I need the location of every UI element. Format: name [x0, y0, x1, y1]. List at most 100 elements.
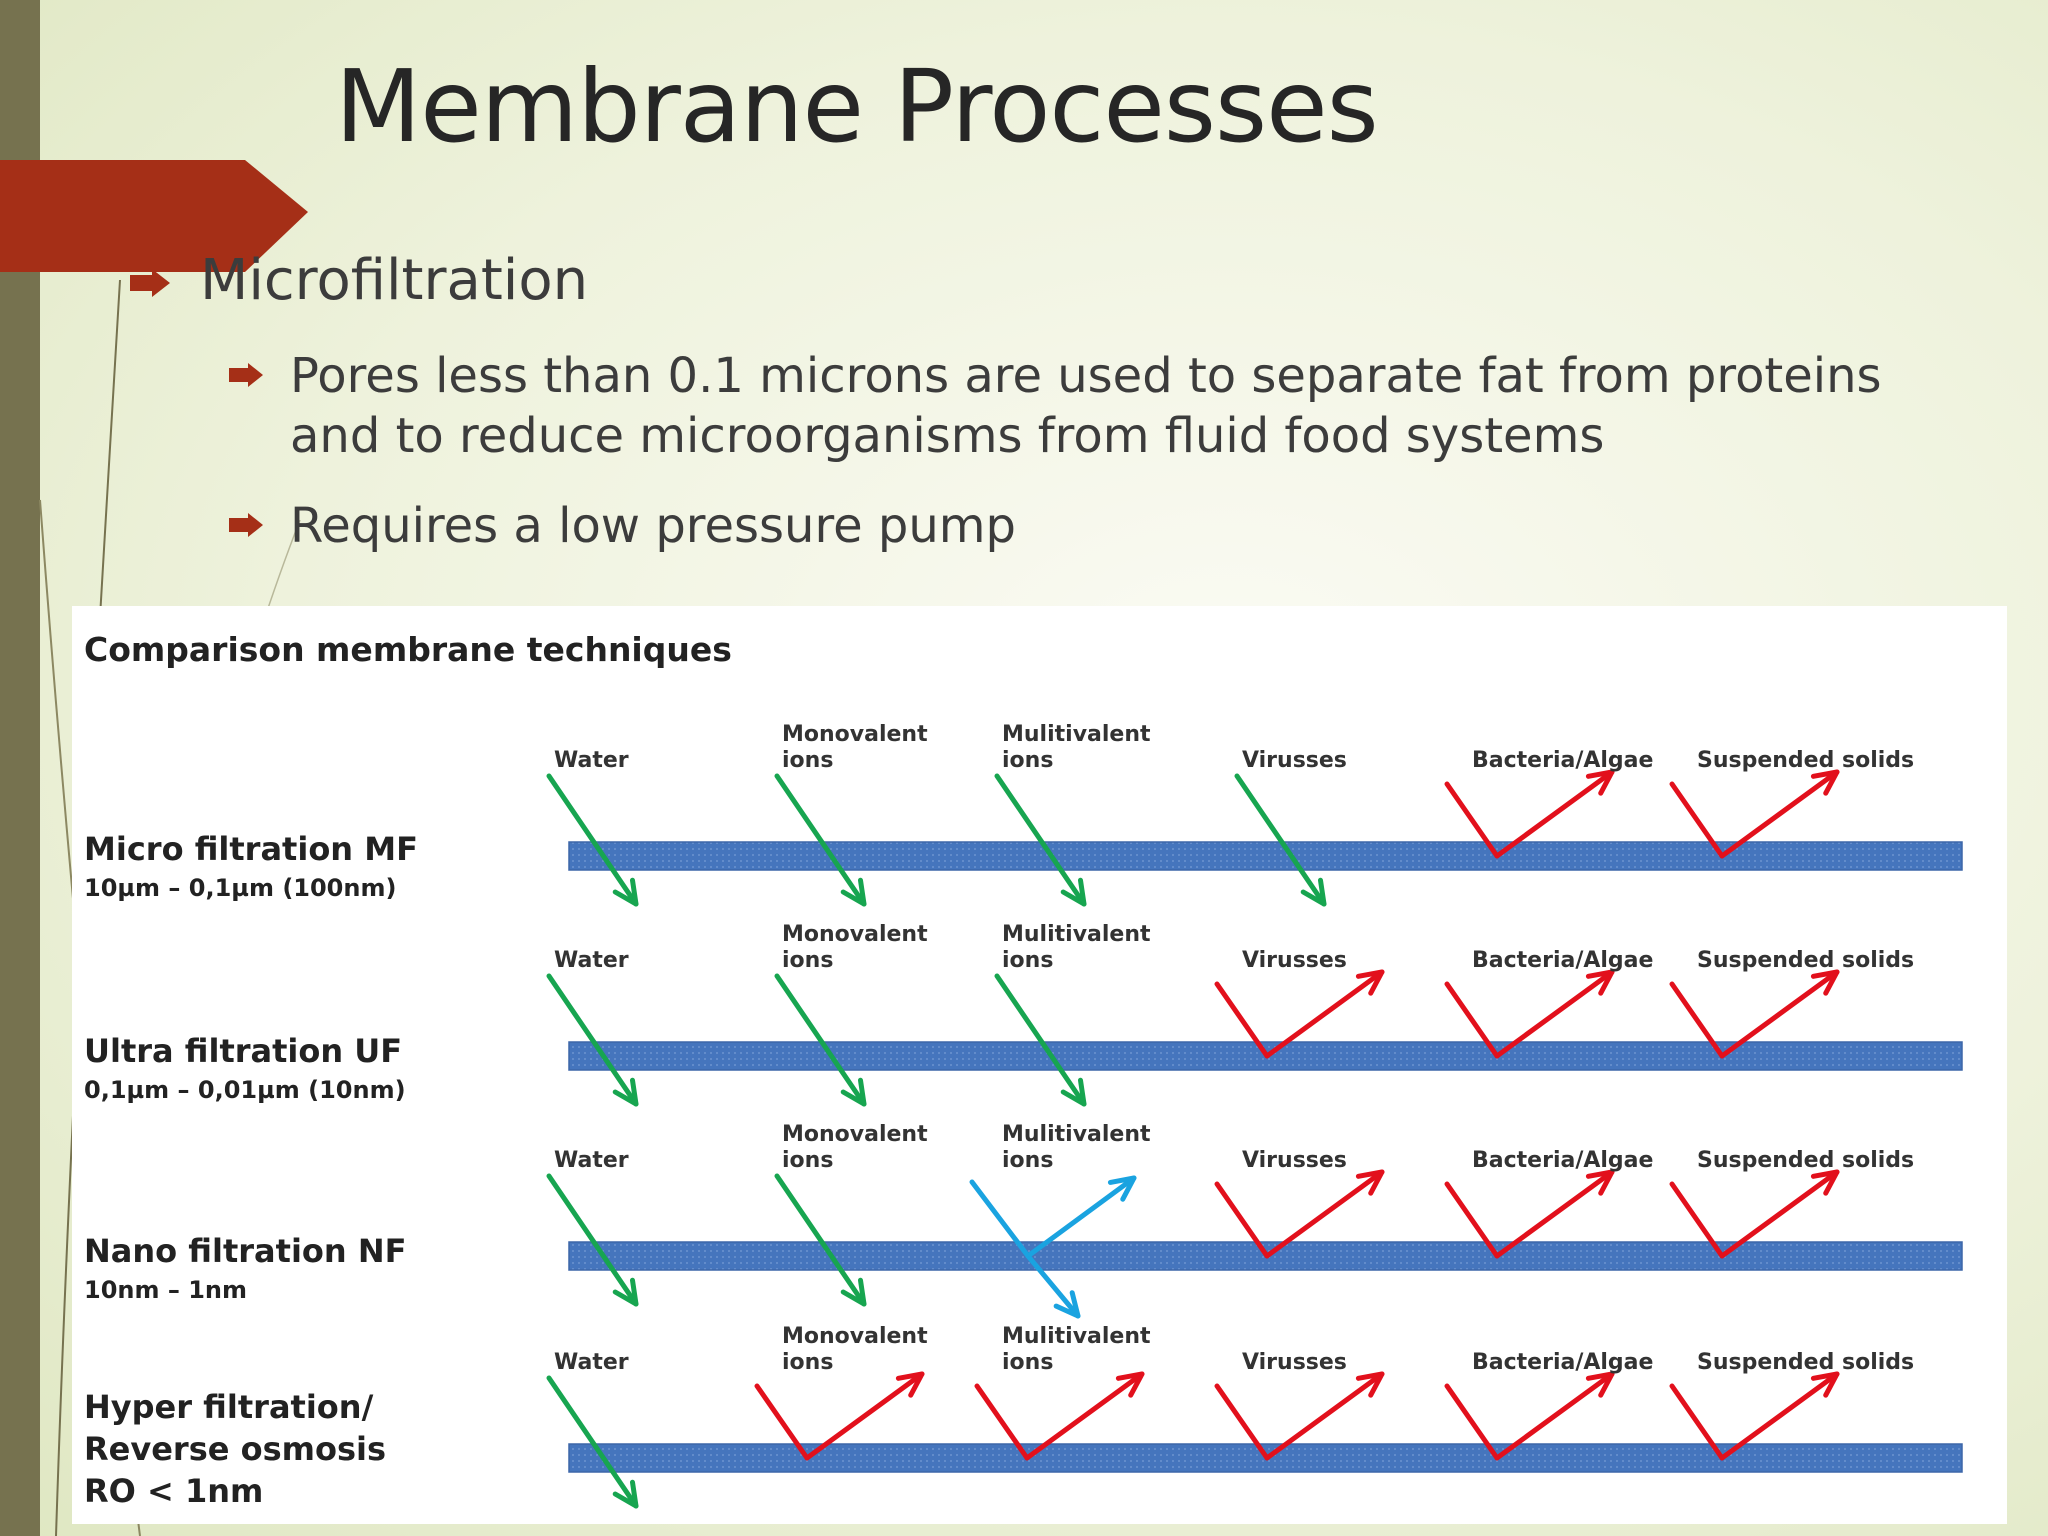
reject-arrow-head — [1810, 1371, 1840, 1398]
component-label: Suspended solids — [1697, 1350, 1915, 1375]
reject-arrow — [1494, 1371, 1615, 1461]
pass-arrow-head — [612, 877, 639, 907]
component-label: Water — [554, 1148, 629, 1173]
reject-arrow — [1494, 969, 1615, 1059]
reject-arrow — [1669, 981, 1725, 1059]
reject-arrow — [1719, 1371, 1840, 1461]
reject-arrow-head — [1585, 969, 1615, 996]
component-label: ions — [782, 948, 834, 973]
reject-arrow-head — [1810, 1169, 1840, 1196]
pass-arrow-head — [840, 1077, 867, 1107]
component-label: Virusses — [1242, 1148, 1347, 1173]
row-name: Hyper filtration/ — [84, 1388, 374, 1426]
pass-arrow — [994, 973, 1087, 1107]
pass-arrow-head — [1060, 877, 1087, 907]
reject-arrow — [1494, 1169, 1615, 1259]
component-label: Water — [554, 1350, 629, 1375]
component-label: Bacteria/Algae — [1472, 1350, 1654, 1375]
reject-arrow — [1264, 1169, 1385, 1259]
component-label: Bacteria/Algae — [1472, 948, 1654, 973]
diagram-graphics — [546, 769, 1963, 1509]
pass-arrow-head — [840, 1277, 867, 1307]
pass-arrow-head — [840, 877, 867, 907]
component-label: Mulitivalent — [1002, 722, 1151, 747]
pass-arrow — [1234, 773, 1327, 907]
component-label: Virusses — [1242, 948, 1347, 973]
bullet-arrow-icon — [229, 363, 263, 387]
partial-arrow-head — [1107, 1175, 1137, 1202]
row-range: 10µm – 0,1µm (100nm) — [84, 874, 397, 902]
reject-arrow — [1494, 769, 1615, 859]
reject-arrow — [804, 1371, 925, 1461]
component-label: Suspended solids — [1697, 748, 1915, 773]
red-banner-shape — [0, 160, 308, 272]
component-label: Suspended solids — [1697, 948, 1915, 973]
pass-arrow — [546, 1173, 639, 1307]
reject-arrow-head — [1585, 769, 1615, 796]
component-label: ions — [1002, 1148, 1054, 1173]
pass-arrow-head — [1060, 1077, 1087, 1107]
component-label: Monovalent — [782, 1324, 928, 1349]
reject-arrow-head — [1115, 1371, 1145, 1398]
bullet-arrow-icon — [229, 513, 263, 537]
component-label: Monovalent — [782, 722, 928, 747]
bullet-text: Requires a low pressure pump — [290, 498, 1017, 554]
reject-arrow — [1214, 981, 1270, 1059]
reject-arrow-head — [1810, 769, 1840, 796]
reject-arrow — [1719, 769, 1840, 859]
component-label: ions — [782, 1148, 834, 1173]
row-name: Reverse osmosis — [84, 1430, 386, 1468]
pass-arrow-head — [1300, 877, 1327, 907]
component-label: Water — [554, 748, 629, 773]
reject-arrow — [1669, 781, 1725, 859]
bullet-text: Pores less than 0.1 microns are used to … — [290, 348, 1882, 464]
partial-arrow — [1025, 1175, 1137, 1259]
pass-arrow — [546, 973, 639, 1107]
bullet-pump: Requires a low pressure pump — [228, 496, 1016, 556]
pass-arrow — [774, 1173, 867, 1307]
reject-arrow — [754, 1383, 810, 1461]
component-label: ions — [1002, 1350, 1054, 1375]
reject-arrow — [1024, 1371, 1145, 1461]
component-label: Mulitivalent — [1002, 1324, 1151, 1349]
component-label: Monovalent — [782, 1122, 928, 1147]
reject-arrow — [1444, 1383, 1500, 1461]
reject-arrow-head — [1355, 969, 1385, 996]
component-label: Water — [554, 948, 629, 973]
pass-arrow — [774, 973, 867, 1107]
reject-arrow — [1214, 1181, 1270, 1259]
component-label: Virusses — [1242, 1350, 1347, 1375]
pass-arrow — [546, 773, 639, 907]
component-label: Virusses — [1242, 748, 1347, 773]
reject-arrow — [1719, 1169, 1840, 1259]
bullet-microfiltration: Microfiltration — [128, 248, 588, 313]
partial-arrow — [1025, 1253, 1081, 1319]
reject-arrow — [1214, 1383, 1270, 1461]
reject-arrow-head — [895, 1371, 925, 1398]
reject-arrow — [1264, 969, 1385, 1059]
row-name: Micro filtration MF — [84, 830, 418, 868]
reject-arrow — [974, 1383, 1030, 1461]
pass-arrow — [546, 1375, 639, 1509]
component-label: ions — [782, 1350, 834, 1375]
reject-arrow — [1264, 1371, 1385, 1461]
slide-title: Membrane Processes — [335, 48, 1379, 165]
membrane-bar — [568, 841, 1963, 871]
reject-arrow-head — [1585, 1169, 1615, 1196]
partial-arrow — [969, 1179, 1031, 1259]
reject-arrow — [1444, 1181, 1500, 1259]
pass-arrow-head — [612, 1479, 639, 1509]
reject-arrow-head — [1355, 1169, 1385, 1196]
diagram-title: Comparison membrane techniques — [84, 630, 732, 669]
pass-arrow — [994, 773, 1087, 907]
bullet-pores: Pores less than 0.1 microns are used to … — [228, 346, 1948, 466]
row-range: 0,1µm – 0,01µm (10nm) — [84, 1076, 406, 1104]
row-name: Nano filtration NF — [84, 1232, 407, 1270]
bullet-arrow-icon — [130, 269, 170, 297]
reject-arrow — [1444, 981, 1500, 1059]
pass-arrow-head — [612, 1277, 639, 1307]
component-label: ions — [782, 748, 834, 773]
reject-arrow — [1669, 1181, 1725, 1259]
reject-arrow — [1719, 969, 1840, 1059]
